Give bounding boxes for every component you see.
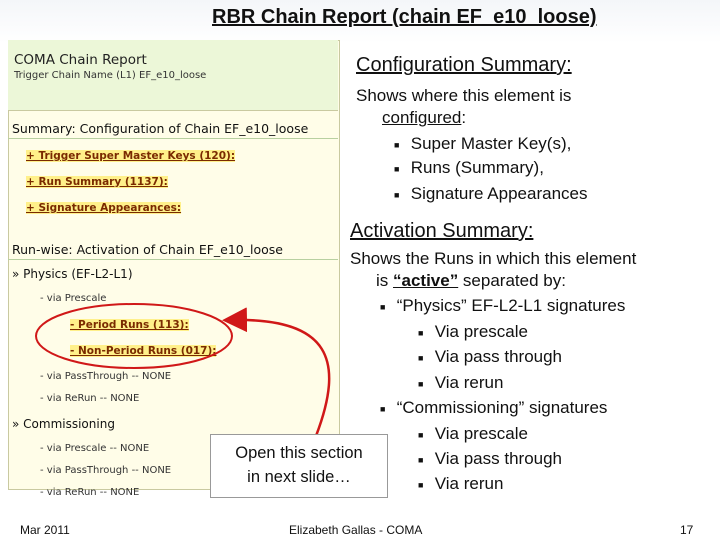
physics-bullet: ■ “Physics” EF-L2-L1 signatures [380,296,625,316]
comm-sub-3: ■ Via rerun [418,474,503,494]
comm-sub-1: ■ Via prescale [418,424,528,444]
config-line2-rest: : [461,108,467,127]
bullet-icon: ■ [418,327,424,338]
next-slide-callout: Open this section in next slide… [210,434,388,498]
activation-line2-post: separated by: [458,271,566,290]
divider [8,138,338,139]
footer-author: Elizabeth Gallas - COMA [289,523,423,537]
config-bullet-3: ■ Signature Appearances [394,184,587,204]
physics-sub-text: Via rerun [434,373,504,392]
via-passthrough-none: - via PassThrough -- NONE [40,371,172,382]
commissioning-text: “Commissioning” signatures [396,398,608,417]
run-summary-link[interactable]: + Run Summary (1137): [26,176,168,188]
callout-arrow [222,307,331,437]
bullet-icon: ■ [394,189,400,200]
activation-line2: is “active” separated by: [376,271,566,291]
non-period-runs-link[interactable]: - Non-Period Runs (017): [70,345,217,357]
physics-sub-1: ■ Via prescale [418,322,528,342]
config-line1: Shows where this element is [356,86,572,105]
config-bullet-text: Runs (Summary), [410,158,544,177]
slide-title: RBR Chain Report (chain EF_e10_loose) [212,6,597,28]
physics-text: “Physics” EF-L2-L1 signatures [396,296,626,315]
screenshot-header [8,40,338,111]
physics-heading[interactable]: » Physics (EF-L2-L1) [12,267,133,281]
bullet-icon: ■ [380,403,386,414]
config-line2: configured: [382,108,466,128]
commissioning-bullet: ■ “Commissioning” signatures [380,398,607,418]
period-runs-link[interactable]: - Period Runs (113): [70,319,189,331]
activation-line2-pre: is [376,271,393,290]
trigger-chain-label: Trigger Chain Name (L1) EF_e10_loose [14,70,207,81]
footer-date: Mar 2011 [20,523,70,537]
comm-sub-2: ■ Via pass through [418,449,562,469]
runwise-heading: Run-wise: Activation of Chain EF_e10_loo… [12,242,283,257]
bullet-icon: ■ [418,454,424,465]
comm-sub-text: Via prescale [434,424,528,443]
screenshot-panel [8,40,340,490]
bullet-icon: ■ [394,139,400,150]
bullet-icon: ■ [380,301,386,312]
physics-sub-2: ■ Via pass through [418,347,562,367]
summary-heading: Summary: Configuration of Chain EF_e10_l… [12,121,309,136]
signature-appearances-link[interactable]: + Signature Appearances: [26,202,182,214]
callout-line2: in next slide… [247,468,351,486]
commissioning-heading[interactable]: » Commissioning [12,417,115,431]
physics-sub-text: Via prescale [434,322,528,341]
comm-via-passthrough: - via PassThrough -- NONE [40,465,172,476]
highlight-ellipse [35,303,233,369]
activation-heading: Activation Summary: [350,220,534,242]
physics-sub-text: Via pass through [434,347,563,366]
config-bullet-1: ■ Super Master Key(s), [394,134,571,154]
coma-report-title: COMA Chain Report [14,52,147,68]
slide-number: 17 [680,523,694,537]
activation-line1: Shows the Runs in which this element [350,249,637,268]
physics-sub-3: ■ Via rerun [418,373,503,393]
comm-sub-text: Via rerun [434,474,504,493]
config-bullet-text: Super Master Key(s), [410,134,572,153]
bullet-icon: ■ [418,429,424,440]
bullet-icon: ■ [394,163,400,174]
bullet-icon: ■ [418,479,424,490]
via-prescale-label: - via Prescale [40,293,107,304]
config-heading: Configuration Summary: [356,54,572,76]
configured-emphasis: configured [382,108,462,127]
bullet-icon: ■ [418,352,424,363]
active-emphasis: “active” [393,271,459,290]
via-rerun-none: - via ReRun -- NONE [40,393,140,404]
config-bullet-2: ■ Runs (Summary), [394,158,544,178]
comm-via-rerun: - via ReRun -- NONE [40,487,140,498]
callout-line1: Open this section [235,444,363,462]
config-bullet-text: Signature Appearances [410,184,588,203]
bullet-icon: ■ [418,378,424,389]
comm-via-prescale: - via Prescale -- NONE [40,443,150,454]
comm-sub-text: Via pass through [434,449,563,468]
divider [8,259,338,260]
super-master-keys-link[interactable]: + Trigger Super Master Keys (120): [26,150,236,162]
